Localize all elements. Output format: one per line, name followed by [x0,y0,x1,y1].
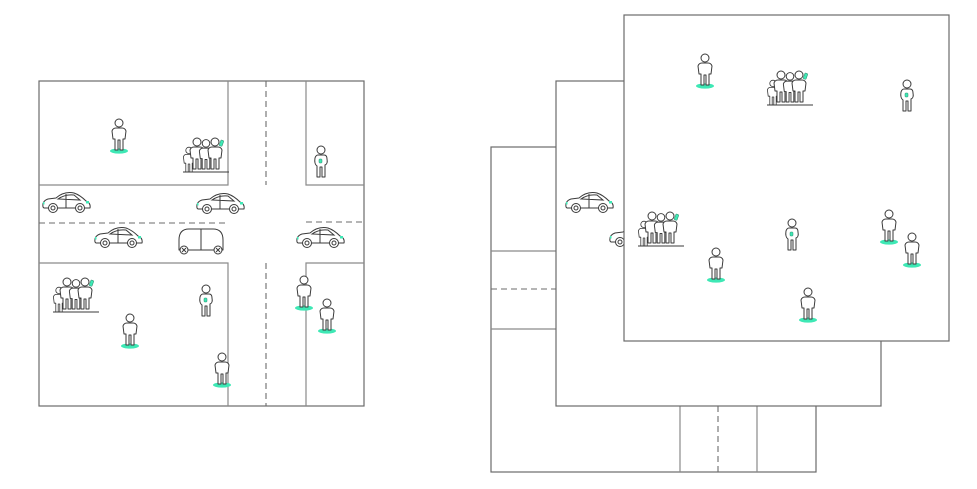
layer-stack [490,14,950,473]
street-map-panel [38,80,365,407]
layer-people [623,14,950,342]
roads [39,81,364,406]
autonomous-pod-icon [178,228,224,255]
